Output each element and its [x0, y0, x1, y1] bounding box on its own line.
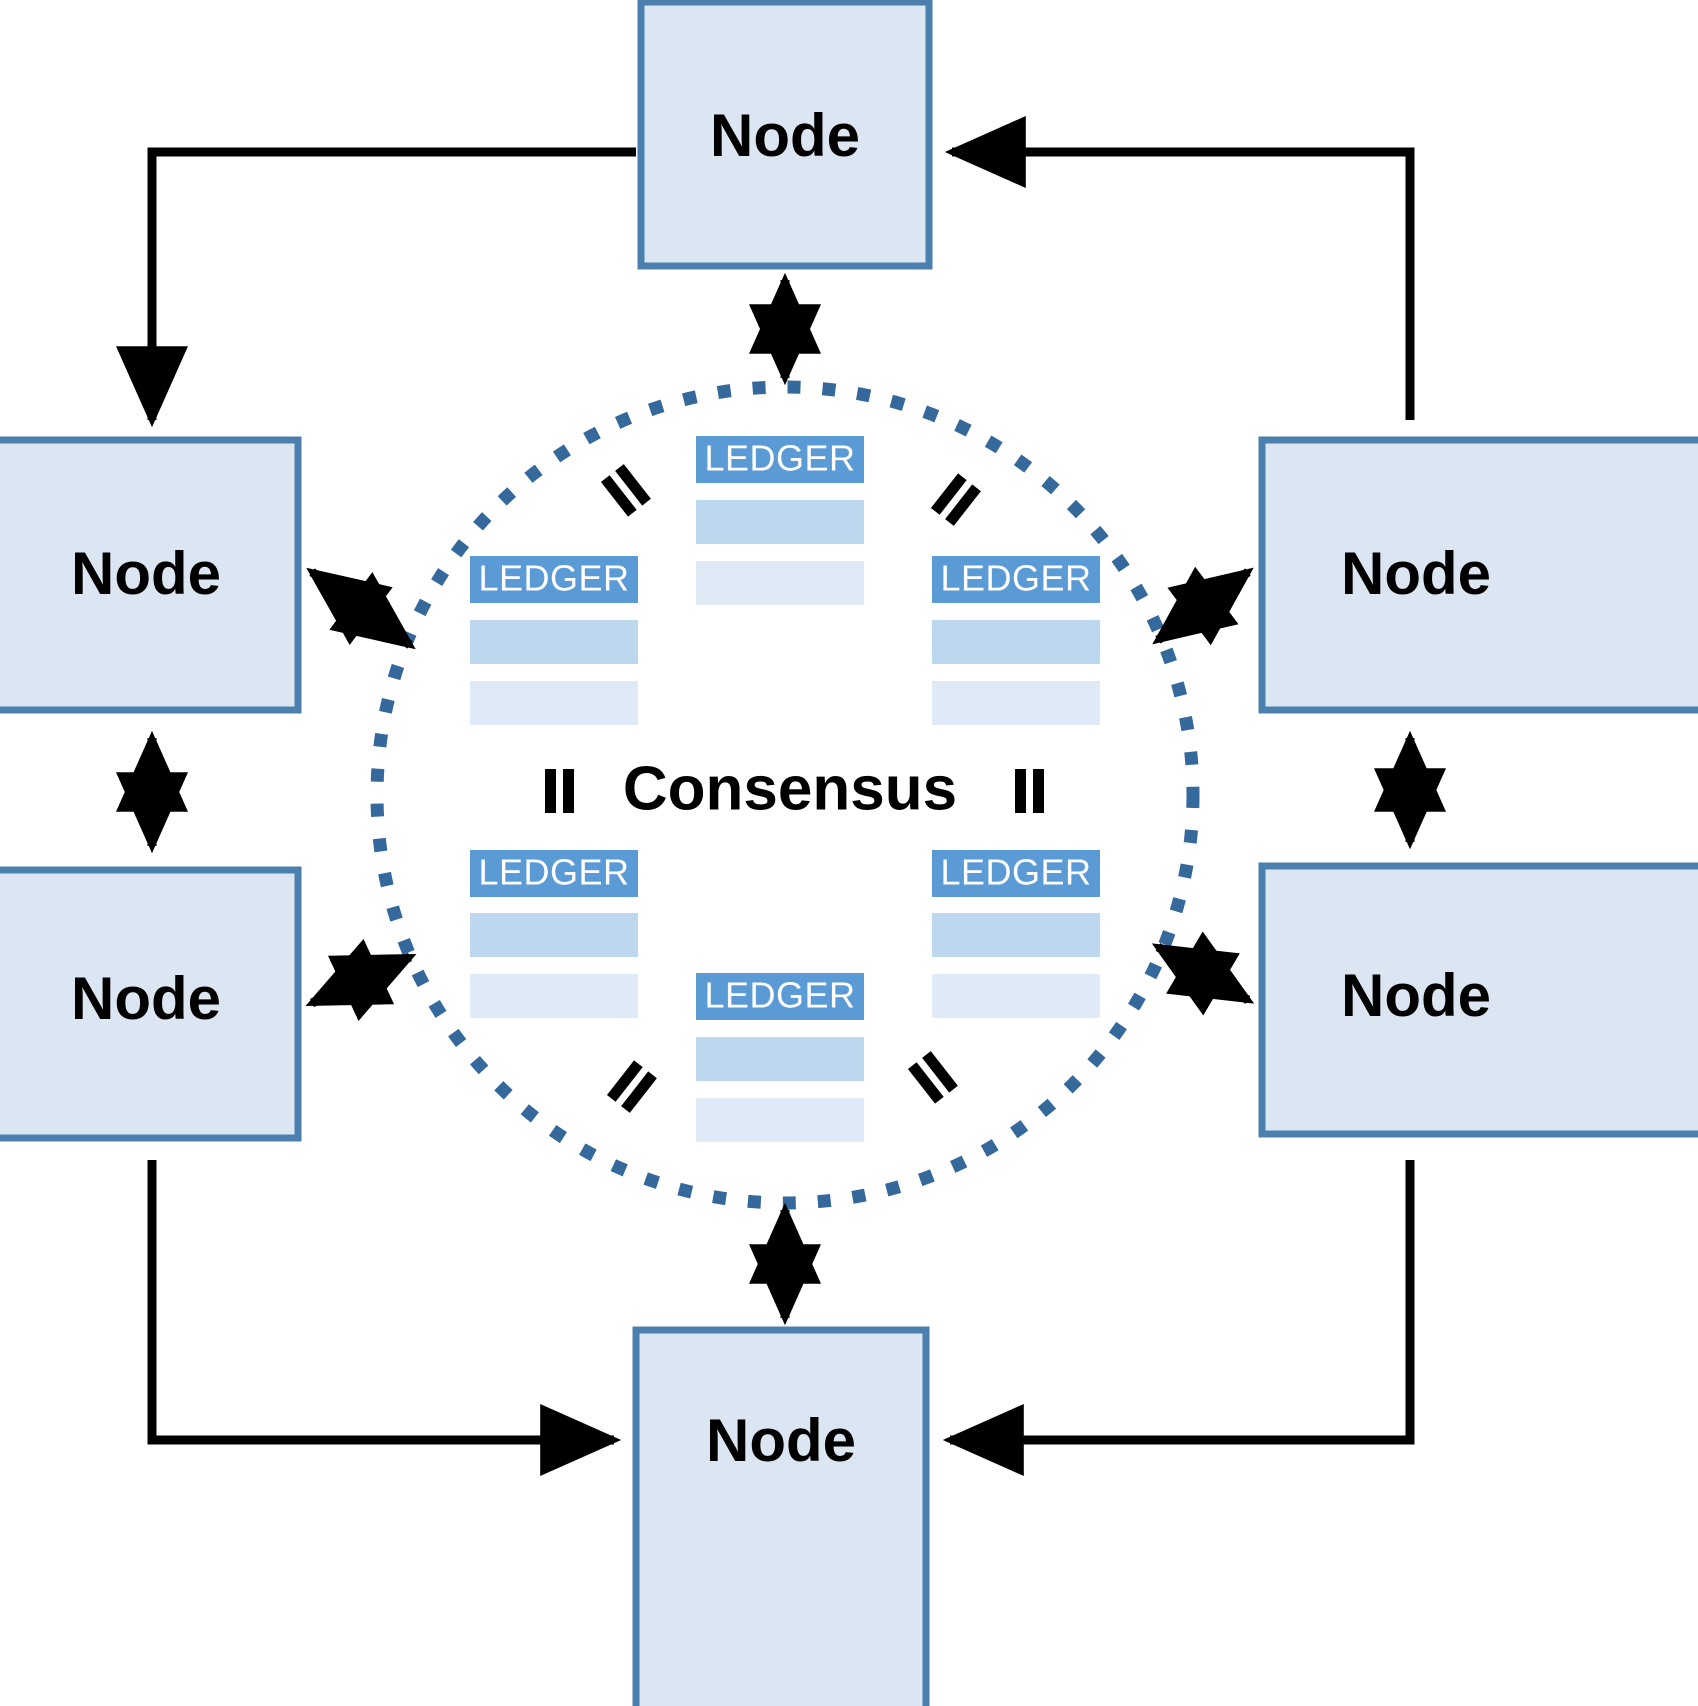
ledger-left-lower-row-2 — [470, 974, 638, 1018]
ledger-left-lower-label: LEDGER — [478, 852, 629, 893]
equals-bottom-right — [907, 1051, 958, 1104]
node-right-upper[interactable]: Node — [1258, 436, 1698, 714]
node-left-lower[interactable]: Node — [0, 866, 302, 1142]
conn-left-lower-to-bottom — [147, 1160, 622, 1476]
ledger-right-lower[interactable]: LEDGER — [932, 850, 1100, 1018]
node-top-label: Node — [710, 102, 860, 169]
node-top[interactable]: Node — [637, 0, 933, 270]
conn-left-lower-to-center — [305, 939, 417, 1021]
ledger-bottom[interactable]: LEDGER — [696, 973, 864, 1142]
ledger-left-upper-row-1 — [470, 620, 638, 664]
ledger-bottom-row-1 — [696, 1037, 864, 1081]
ledger-right-upper-row-2 — [932, 681, 1100, 725]
ledger-right-lower-row-1 — [932, 913, 1100, 957]
equals-top-left — [600, 464, 651, 517]
ledger-right-upper-row-1 — [932, 620, 1100, 664]
node-left-lower-label: Node — [71, 965, 221, 1032]
equals-top-right — [930, 473, 981, 526]
ledger-top-row-2 — [696, 561, 864, 605]
node-left-upper[interactable]: Node — [0, 436, 302, 714]
consensus-label: Consensus — [623, 754, 957, 823]
ledger-left-lower-row-1 — [470, 913, 638, 957]
equals-bottom-left — [606, 1060, 657, 1113]
node-bottom[interactable]: Node — [632, 1326, 930, 1706]
node-right-lower-label: Node — [1341, 962, 1491, 1029]
conn-right-upper-from-top — [944, 116, 1415, 420]
node-bottom-label: Node — [706, 1407, 856, 1474]
ledger-top-row-1 — [696, 500, 864, 544]
ledger-right-upper[interactable]: LEDGER — [932, 556, 1100, 725]
ledger-left-lower[interactable]: LEDGER — [470, 850, 638, 1018]
ledger-right-upper-label: LEDGER — [940, 558, 1091, 599]
conn-right-upper-to-center — [1152, 566, 1254, 646]
equals-mid-left — [545, 769, 574, 813]
ledger-bottom-label: LEDGER — [704, 975, 855, 1016]
equals-mid-right — [1015, 769, 1044, 813]
ledger-right-lower-label: LEDGER — [940, 852, 1091, 893]
conn-right-lower-to-bottom — [942, 1160, 1415, 1476]
conn-left-upper-to-center — [306, 567, 416, 650]
ledger-bottom-row-2 — [696, 1098, 864, 1142]
ledger-top[interactable]: LEDGER — [696, 436, 864, 605]
node-right-lower[interactable]: Node — [1258, 862, 1698, 1138]
ledger-top-label: LEDGER — [704, 438, 855, 479]
node-right-upper-label: Node — [1341, 540, 1491, 607]
node-left-upper-label: Node — [71, 540, 221, 607]
ledger-left-upper-row-2 — [470, 681, 638, 725]
conn-right-lower-to-center — [1151, 931, 1255, 1016]
ledger-left-upper-label: LEDGER — [478, 558, 629, 599]
conn-left-upper-from-top — [116, 147, 636, 428]
ledger-right-lower-row-2 — [932, 974, 1100, 1018]
ledger-left-upper[interactable]: LEDGER — [470, 556, 638, 725]
